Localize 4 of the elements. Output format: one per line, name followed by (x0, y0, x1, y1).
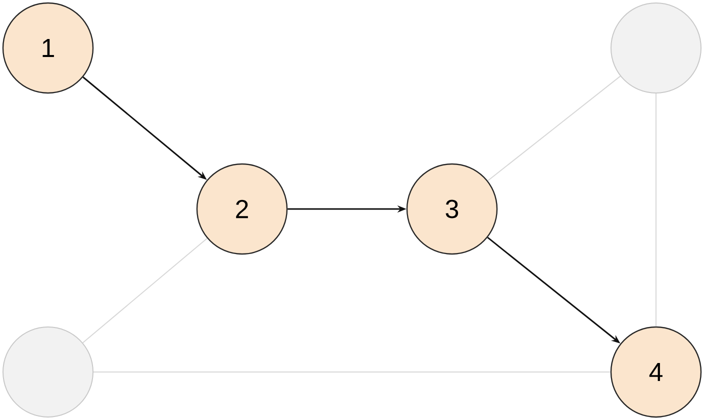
empty-circle (610, 2, 702, 94)
connector-line (487, 76, 621, 182)
connector-line (82, 238, 208, 344)
empty-circle (2, 326, 94, 418)
